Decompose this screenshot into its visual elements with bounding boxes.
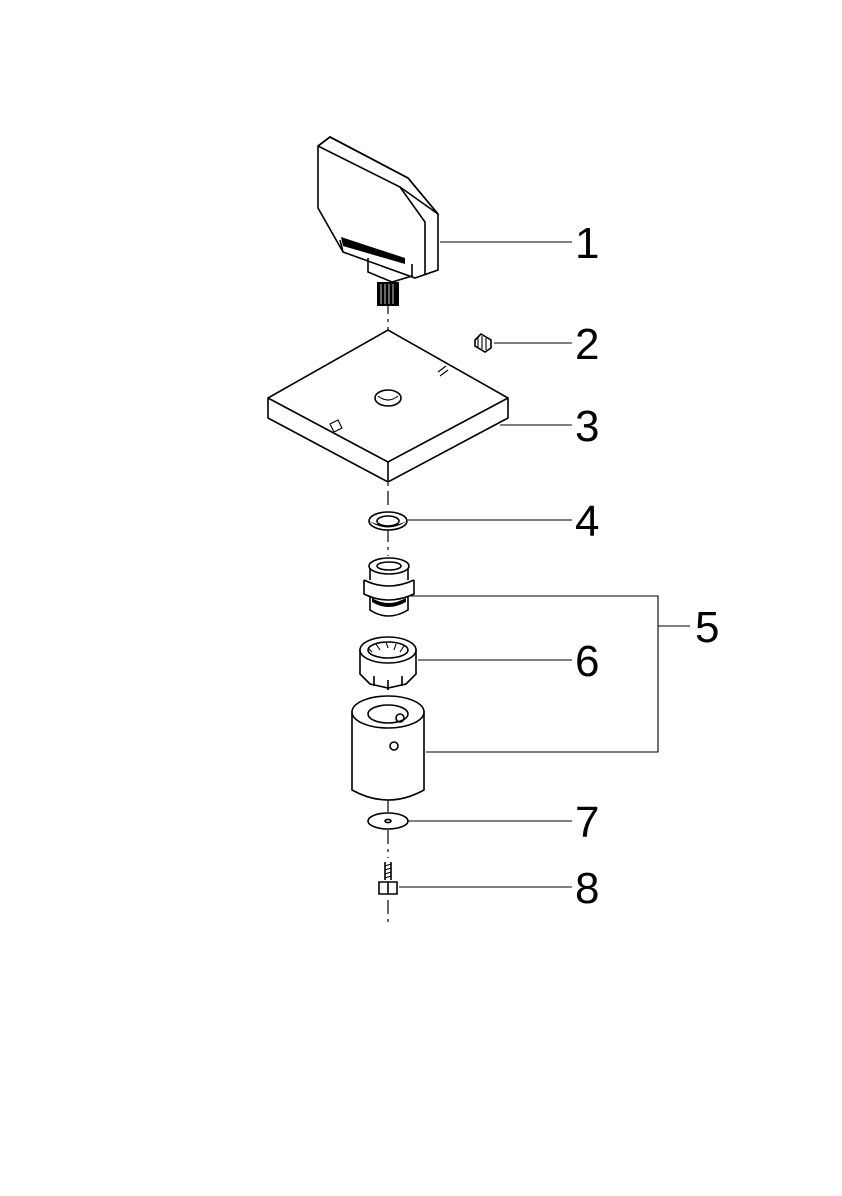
- callout-5: 5: [695, 603, 719, 652]
- callout-1: 1: [575, 219, 599, 268]
- callout-2: 2: [575, 320, 599, 369]
- union-nut-part: [359, 636, 417, 690]
- housing-part: [351, 695, 425, 801]
- grub-screw-part: [474, 332, 492, 353]
- rosette-plate-part: [267, 329, 509, 483]
- callout-4: 4: [575, 497, 599, 546]
- flat-washer-part: [367, 812, 409, 830]
- handle-part: [317, 136, 439, 306]
- ring-washer-part: [368, 511, 408, 531]
- cartridge-part: [363, 557, 415, 617]
- callout-7: 7: [575, 798, 599, 847]
- callout-6: 6: [575, 637, 599, 686]
- leader-lines: [399, 241, 690, 888]
- screw-part: [378, 862, 398, 895]
- callout-8: 8: [575, 864, 599, 913]
- callout-3: 3: [575, 402, 599, 451]
